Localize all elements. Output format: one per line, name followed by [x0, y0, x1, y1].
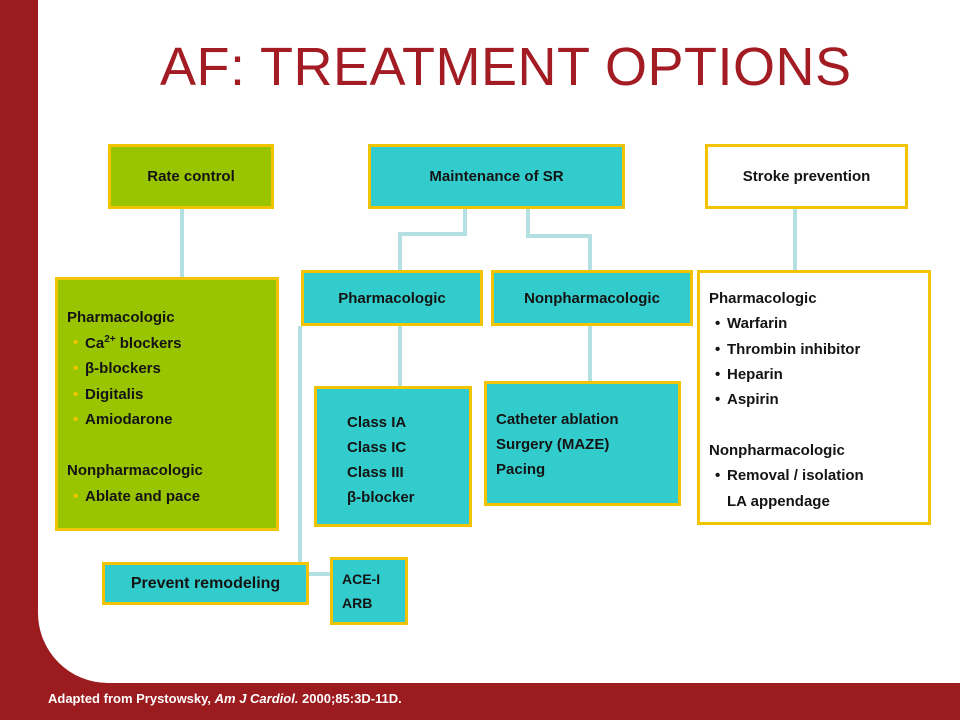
stroke-item-thrombin: • Thrombin inhibitor — [709, 342, 860, 357]
stroke-pharm-heading: Pharmacologic — [709, 290, 817, 307]
citation-journal: Am J Cardiol. — [214, 691, 299, 706]
beta-suffix: -blockers — [94, 360, 161, 377]
stroke-item-heparin: • Heparin — [709, 367, 783, 382]
sr-pharm-item-beta-blocker: β-blocker — [347, 490, 415, 505]
ca-prefix: Ca — [85, 335, 105, 352]
digitalis-label: Digitalis — [85, 386, 144, 403]
ablate-label: Ablate and pace — [85, 488, 201, 505]
sr-pharm-item: Class III — [347, 464, 404, 481]
rate-control-label: Rate control — [147, 168, 235, 185]
sr-nonpharm-item: Pacing — [496, 461, 546, 478]
stroke-prevention-header: Stroke prevention — [705, 144, 908, 209]
sr-pharm-item: Class IC — [347, 439, 407, 456]
beta-symbol: β — [347, 489, 357, 506]
connector-sr-split — [398, 208, 592, 272]
stroke-item-aspirin: • Aspirin — [709, 392, 779, 407]
amiodarone-label: Amiodarone — [85, 411, 173, 428]
ca-superscript: 2+ — [104, 334, 116, 345]
citation-footer: Adapted from Prystowsky, Am J Cardiol. 2… — [48, 691, 402, 706]
sr-nonpharmacologic-header: Nonpharmacologic — [491, 270, 693, 326]
stroke-item-removal: • Removal / isolation — [709, 468, 864, 483]
slide-title: AF: TREATMENT OPTIONS — [160, 37, 852, 97]
rate-item-beta-blockers: • β-blockers — [67, 361, 161, 376]
prevent-remodeling-label: Prevent remodeling — [130, 574, 281, 592]
rate-item-amiodarone: • Amiodarone — [67, 412, 173, 427]
heparin-label: Heparin — [727, 366, 783, 383]
rate-item-ca-blockers: • Ca2+ blockers — [67, 334, 182, 352]
rate-item-digitalis: • Digitalis — [67, 387, 143, 402]
citation-prefix: Adapted from Prystowsky, — [48, 691, 215, 706]
sr-nonpharmacologic-label: Nonpharmacologic — [524, 289, 660, 307]
bullet: • — [715, 366, 721, 383]
sr-pharmacologic-header: Pharmacologic — [301, 270, 483, 326]
thrombin-label: Thrombin inhibitor — [727, 341, 861, 358]
warfarin-label: Warfarin — [727, 315, 788, 332]
ace-i-label: ACE-I — [342, 571, 381, 587]
bullet: • — [73, 360, 79, 377]
bullet: • — [715, 391, 721, 408]
beta-blocker-suffix: -blocker — [356, 489, 415, 506]
stroke-nonpharm-heading: Nonpharmacologic — [709, 442, 845, 459]
rate-item-ablate: • Ablate and pace — [67, 489, 200, 504]
sr-nonpharm-item: Surgery (MAZE) — [496, 436, 610, 453]
stroke-prevention-box: Pharmacologic • Warfarin • Thrombin inhibi… — [697, 270, 931, 525]
ace-arb-box: ACE-I ARB — [330, 557, 408, 625]
bullet: • — [715, 341, 721, 358]
sr-nonpharm-item: Catheter ablation — [496, 411, 619, 428]
connector-remodeling — [298, 326, 332, 576]
ca-suffix: blockers — [115, 335, 182, 352]
bullet: • — [73, 488, 79, 505]
aspirin-label: Aspirin — [727, 391, 779, 408]
rate-control-header: Rate control — [108, 144, 274, 209]
bullet: • — [715, 467, 721, 484]
sr-pharm-item: Class IA — [347, 414, 407, 431]
sr-pharmacologic-label: Pharmacologic — [338, 289, 446, 307]
bullet: • — [73, 411, 79, 428]
maintenance-sr-header: Maintenance of SR — [368, 144, 625, 209]
citation-suffix: 2000;85:3D-11D. — [298, 691, 402, 706]
stroke-prevention-label: Stroke prevention — [742, 168, 871, 185]
sr-nonpharmacologic-box: Catheter ablation Surgery (MAZE) Pacing — [484, 381, 681, 506]
prevent-remodeling-box: Prevent remodeling — [102, 562, 309, 605]
bullet: • — [73, 386, 79, 403]
sr-pharmacologic-box: Class IA Class IC Class III β-blocker — [314, 386, 472, 527]
stroke-item-warfarin: • Warfarin — [709, 316, 787, 331]
bullet: • — [715, 315, 721, 332]
stroke-item-la-appendage: LA appendage — [727, 493, 830, 510]
beta-symbol: β — [85, 360, 95, 377]
rate-pharm-heading: Pharmacologic — [67, 309, 175, 326]
rate-nonpharm-heading: Nonpharmacologic — [67, 462, 203, 479]
maintenance-sr-label: Maintenance of SR — [429, 168, 564, 185]
rate-control-box: Pharmacologic • Ca2+ blockers • β-blockers… — [55, 277, 279, 531]
bullet: • — [73, 334, 79, 351]
arb-label: ARB — [342, 595, 373, 611]
removal-label: Removal / isolation — [727, 467, 864, 484]
